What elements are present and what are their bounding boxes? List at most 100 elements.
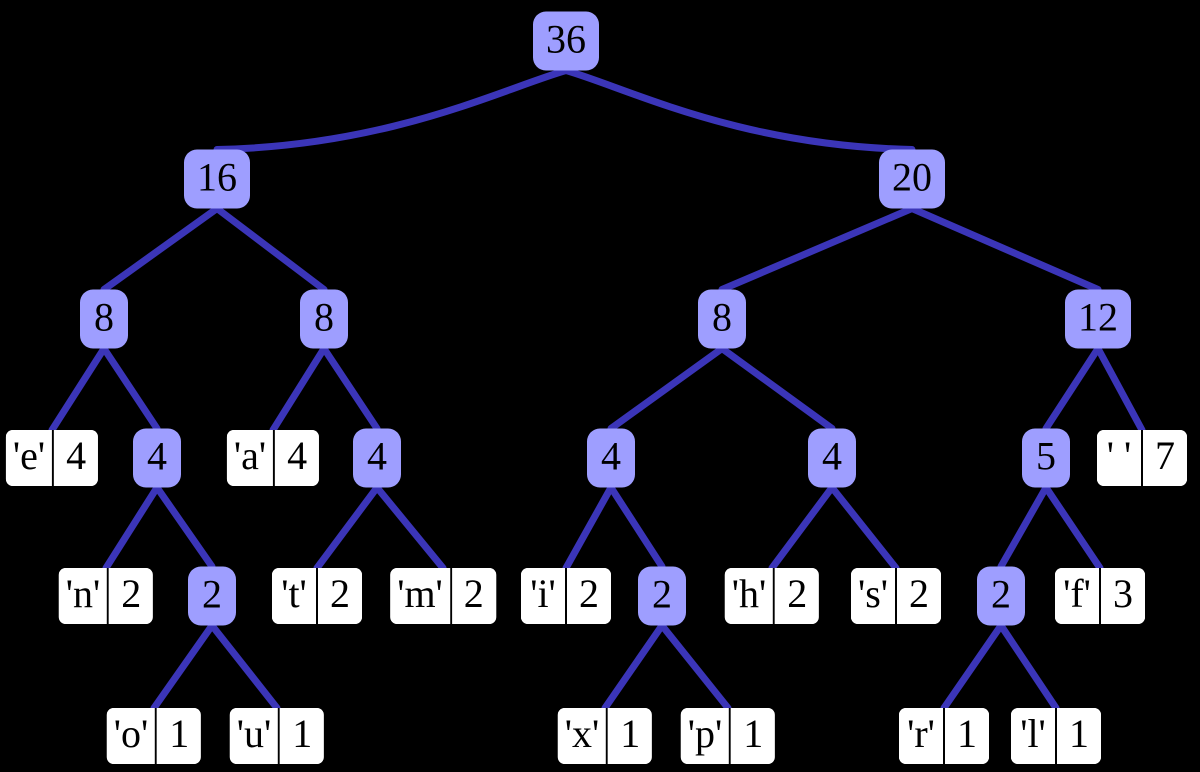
internal-node[interactable]: 2 (977, 566, 1025, 626)
leaf-node[interactable]: 'o'1 (106, 708, 202, 764)
internal-node[interactable]: 36 (533, 11, 599, 71)
tree-edge (940, 622, 1005, 712)
node-weight: 8 (712, 294, 732, 340)
internal-node[interactable]: 5 (1022, 428, 1070, 488)
leaf-count: 1 (608, 708, 653, 764)
tree-edge (373, 484, 447, 572)
tree-edge (718, 345, 836, 432)
leaf-symbol: 'n' (58, 568, 110, 624)
leaf-node[interactable]: 'f'3 (1055, 568, 1145, 624)
leaf-symbol: 'o' (106, 708, 158, 764)
internal-node[interactable]: 4 (587, 428, 635, 488)
leaf-count: 2 (775, 568, 820, 624)
tree-edge (562, 67, 916, 153)
tree-edge (153, 484, 216, 570)
tree-edge (48, 345, 108, 434)
leaf-count: 2 (109, 568, 154, 624)
leaf-node[interactable]: 'x'1 (557, 708, 653, 764)
leaf-node[interactable]: 'n'2 (58, 568, 154, 624)
tree-edge (100, 345, 161, 432)
node-weight: 36 (546, 16, 586, 62)
leaf-node[interactable]: 'h'2 (724, 568, 820, 624)
internal-node[interactable]: 8 (300, 289, 348, 349)
tree-edge (828, 484, 900, 572)
leaf-node[interactable]: 'u'1 (229, 708, 325, 764)
node-weight: 20 (892, 154, 932, 200)
leaf-count: 7 (1143, 430, 1187, 486)
leaf-count: 1 (157, 708, 202, 764)
tree-edge (100, 205, 221, 293)
tree-edge (269, 345, 328, 434)
leaf-count: 1 (945, 708, 989, 764)
tree-edge (102, 484, 161, 572)
node-weight: 4 (822, 433, 842, 479)
leaf-symbol: 'p' (680, 708, 732, 764)
node-weight: 2 (652, 571, 672, 617)
tree-edge (320, 345, 381, 432)
internal-node[interactable]: 16 (184, 149, 250, 209)
tree-edge (1094, 345, 1146, 434)
internal-node[interactable]: 20 (879, 149, 945, 209)
internal-node[interactable]: 4 (808, 428, 856, 488)
leaf-count: 1 (731, 708, 776, 764)
internal-node[interactable]: 8 (698, 289, 746, 349)
leaf-node[interactable]: 'p'1 (680, 708, 776, 764)
tree-edge (313, 484, 381, 572)
internal-node[interactable]: 4 (133, 428, 181, 488)
leaf-node[interactable]: 'i'2 (521, 568, 611, 624)
tree-edge (768, 484, 836, 572)
leaf-symbol: 'h' (724, 568, 776, 624)
node-weight: 16 (197, 154, 237, 200)
internal-node[interactable]: 2 (188, 566, 236, 626)
internal-node[interactable]: 8 (80, 289, 128, 349)
tree-edge (997, 484, 1050, 570)
node-weight: 5 (1036, 433, 1056, 479)
leaf-count: 4 (54, 430, 99, 486)
tree-edge (562, 484, 615, 572)
leaf-count: 2 (897, 568, 941, 624)
leaf-count: 2 (318, 568, 362, 624)
tree-edge (908, 205, 1102, 293)
internal-node[interactable]: 4 (353, 428, 401, 488)
leaf-count: 4 (275, 430, 320, 486)
tree-edge (997, 622, 1060, 712)
tree-edge (1042, 484, 1104, 572)
leaf-symbol: ' ' (1097, 430, 1143, 486)
internal-node[interactable]: 12 (1065, 289, 1131, 349)
tree-edge (150, 622, 216, 712)
tree-edge (658, 622, 732, 712)
leaf-node[interactable]: 't'2 (272, 568, 362, 624)
leaf-symbol: 'x' (557, 708, 609, 764)
tree-edge (208, 622, 281, 712)
node-weight: 12 (1078, 294, 1118, 340)
leaf-node[interactable]: ' '7 (1097, 430, 1187, 486)
leaf-node[interactable]: 's'2 (851, 568, 941, 624)
tree-edge (718, 205, 916, 293)
leaf-node[interactable]: 'a'4 (226, 430, 320, 486)
leaf-symbol: 'e' (5, 430, 55, 486)
leaf-symbol: 's' (851, 568, 897, 624)
node-weight: 2 (991, 571, 1011, 617)
leaf-node[interactable]: 'l'1 (1011, 708, 1101, 764)
leaf-node[interactable]: 'r'1 (899, 708, 989, 764)
leaf-node[interactable]: 'm'2 (390, 568, 496, 624)
tree-edge (213, 205, 328, 293)
leaf-node[interactable]: 'e'4 (5, 430, 99, 486)
node-weight: 8 (314, 294, 334, 340)
internal-node[interactable]: 2 (638, 566, 686, 626)
node-weight: 4 (601, 433, 621, 479)
leaf-symbol: 'r' (899, 708, 945, 764)
node-weight: 8 (94, 294, 114, 340)
leaf-symbol: 'f' (1055, 568, 1101, 624)
leaf-count: 1 (280, 708, 325, 764)
tree-edge (1042, 345, 1102, 432)
tree-edge (607, 484, 666, 570)
leaf-symbol: 'u' (229, 708, 281, 764)
tree-edge (607, 345, 726, 432)
leaf-symbol: 't' (272, 568, 318, 624)
leaf-count: 2 (451, 568, 496, 624)
leaf-symbol: 'a' (226, 430, 276, 486)
leaf-count: 2 (567, 568, 611, 624)
